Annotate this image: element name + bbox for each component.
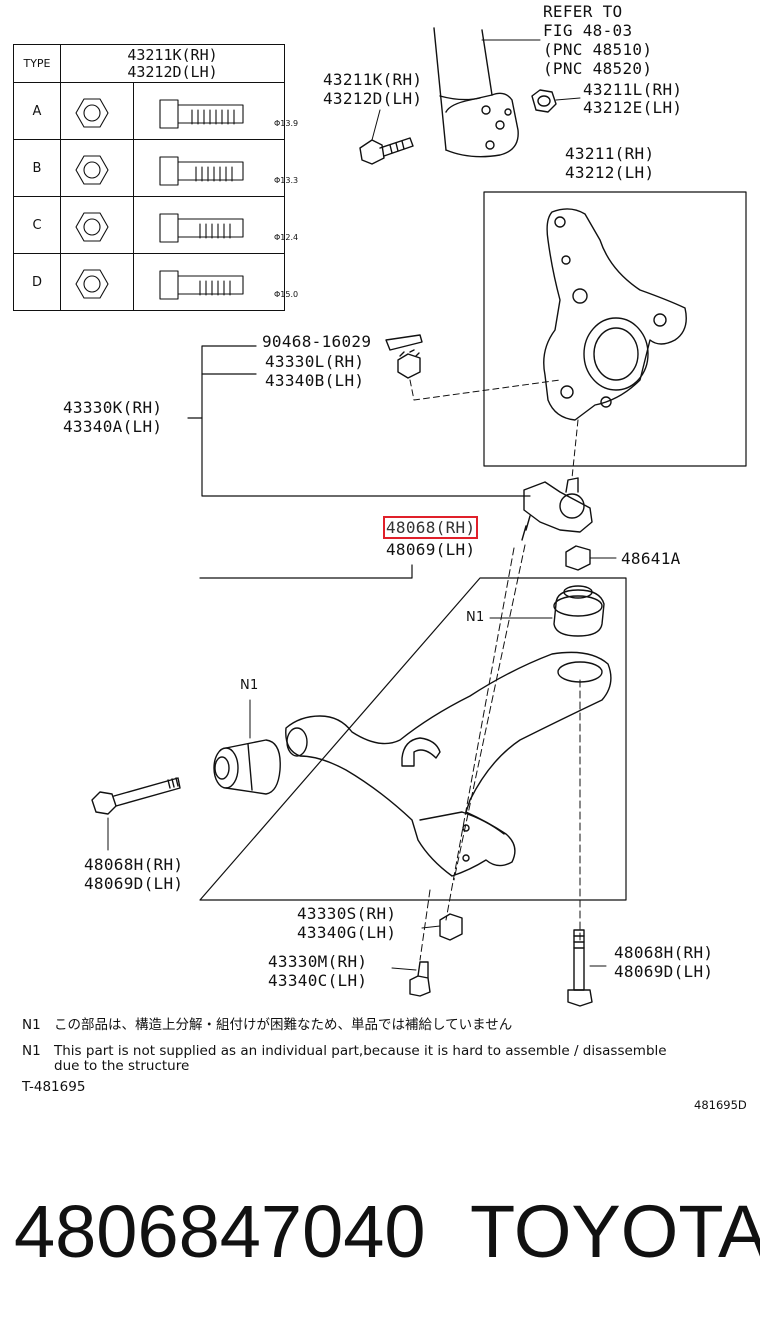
ball-joint-bracket-line xyxy=(201,345,531,497)
refer-line-4: (PNC 48520) xyxy=(543,59,653,78)
label-castle-nut-rh[interactable]: 43330L(RH) xyxy=(265,352,365,371)
label-cotter-pin[interactable]: 90468-16029 xyxy=(262,332,372,351)
note-en-line-1: This part is not supplied as an individu… xyxy=(54,1043,667,1059)
label-s-rh[interactable]: 43330S(RH) xyxy=(297,904,397,923)
front-bushing-drawing xyxy=(213,699,281,795)
note-jp-text: この部品は、構造上分解・組付けが困難なため、単品では補給していません xyxy=(54,1017,513,1033)
label-n1-left: N1 xyxy=(240,678,259,693)
lower-arm-frame xyxy=(199,564,627,901)
part-number: 4806847040 xyxy=(14,1190,426,1273)
ball-joint-drawing xyxy=(521,477,593,541)
type-header-rh: 43211K(RH) xyxy=(127,45,218,64)
brand-name: TOYOTA xyxy=(470,1190,760,1273)
castle-nut-drawing xyxy=(397,349,561,401)
camber-nut-drawing xyxy=(531,89,581,113)
rear-bushing-drawing xyxy=(489,585,605,637)
label-front-bolt-rh[interactable]: 48068H(RH) xyxy=(84,855,184,874)
label-m-lh[interactable]: 43340C(LH) xyxy=(268,971,368,990)
label-s-lh[interactable]: 43340G(LH) xyxy=(297,923,397,942)
type-header: TYPE xyxy=(13,44,61,83)
note-en-line-2: due to the structure xyxy=(54,1058,190,1074)
label-nut-lh[interactable]: 43212E(LH) xyxy=(583,98,683,117)
label-arm-lh[interactable]: 48069(LH) xyxy=(386,540,476,559)
type-d-diameter: Φ15.0 xyxy=(274,290,299,299)
label-knuckle-rh[interactable]: 43211(RH) xyxy=(565,144,655,163)
label-nut-48641a[interactable]: 48641A xyxy=(621,549,681,568)
refer-line-3: (PNC 48510) xyxy=(543,40,653,59)
label-ball-joint-rh[interactable]: 43330K(RH) xyxy=(63,398,163,417)
label-n1-top: N1 xyxy=(466,610,485,625)
label-castle-nut-lh[interactable]: 43340B(LH) xyxy=(265,371,365,390)
refer-line-2: FIG 48-03 xyxy=(543,21,633,40)
label-bolt-rh[interactable]: 43211K(RH) xyxy=(323,70,423,89)
strut-bracket-drawing xyxy=(433,27,541,158)
knuckle-frame xyxy=(483,191,747,467)
note-n1-tag-jp: N1 xyxy=(22,1017,41,1033)
label-bolt-lh[interactable]: 43212D(LH) xyxy=(323,89,423,108)
type-row-d: D xyxy=(13,253,61,311)
label-front-bolt-lh[interactable]: 48069D(LH) xyxy=(84,874,184,893)
label-m-rh[interactable]: 43330M(RH) xyxy=(268,952,368,971)
cotter-pin-drawing xyxy=(385,334,423,351)
type-header-lh: 43212D(LH) xyxy=(127,62,218,81)
lower-control-arm-drawing xyxy=(285,544,612,961)
label-nut-rh[interactable]: 43211L(RH) xyxy=(583,80,683,99)
nut-48641a-drawing xyxy=(565,545,617,571)
label-rear-bolt-rh[interactable]: 48068H(RH) xyxy=(614,943,714,962)
label-arm-rh-highlighted[interactable]: 48068(RH) xyxy=(382,516,479,539)
nut-43330s-drawing xyxy=(421,913,463,941)
label-ball-joint-lh[interactable]: 43340A(LH) xyxy=(63,417,163,436)
figure-code: T-481695 xyxy=(22,1079,86,1095)
type-row-b: B xyxy=(13,139,61,197)
type-c-diameter: Φ12.4 xyxy=(274,233,299,242)
label-knuckle-lh[interactable]: 43212(LH) xyxy=(565,163,655,182)
type-row-a: A xyxy=(13,82,61,140)
type-a-diameter: Φ13.9 xyxy=(274,119,299,128)
label-rear-bolt-lh[interactable]: 48069D(LH) xyxy=(614,962,714,981)
front-bolt-drawing xyxy=(91,777,181,851)
rear-bolt-drawing xyxy=(567,929,607,1007)
type-row-c: C xyxy=(13,196,61,254)
camber-bolt-drawing xyxy=(359,109,414,165)
bolt-43330m-drawing xyxy=(391,961,431,997)
type-table: TYPE 43211K(RH) 43212D(LH) A Φ13.9 B Φ13… xyxy=(13,44,298,311)
refer-line-1: REFER TO xyxy=(543,2,623,21)
type-b-diameter: Φ13.3 xyxy=(274,176,299,185)
note-n1-tag-en: N1 xyxy=(22,1043,41,1059)
corner-code: 481695D xyxy=(694,1098,747,1112)
steering-knuckle-drawing xyxy=(543,208,687,479)
